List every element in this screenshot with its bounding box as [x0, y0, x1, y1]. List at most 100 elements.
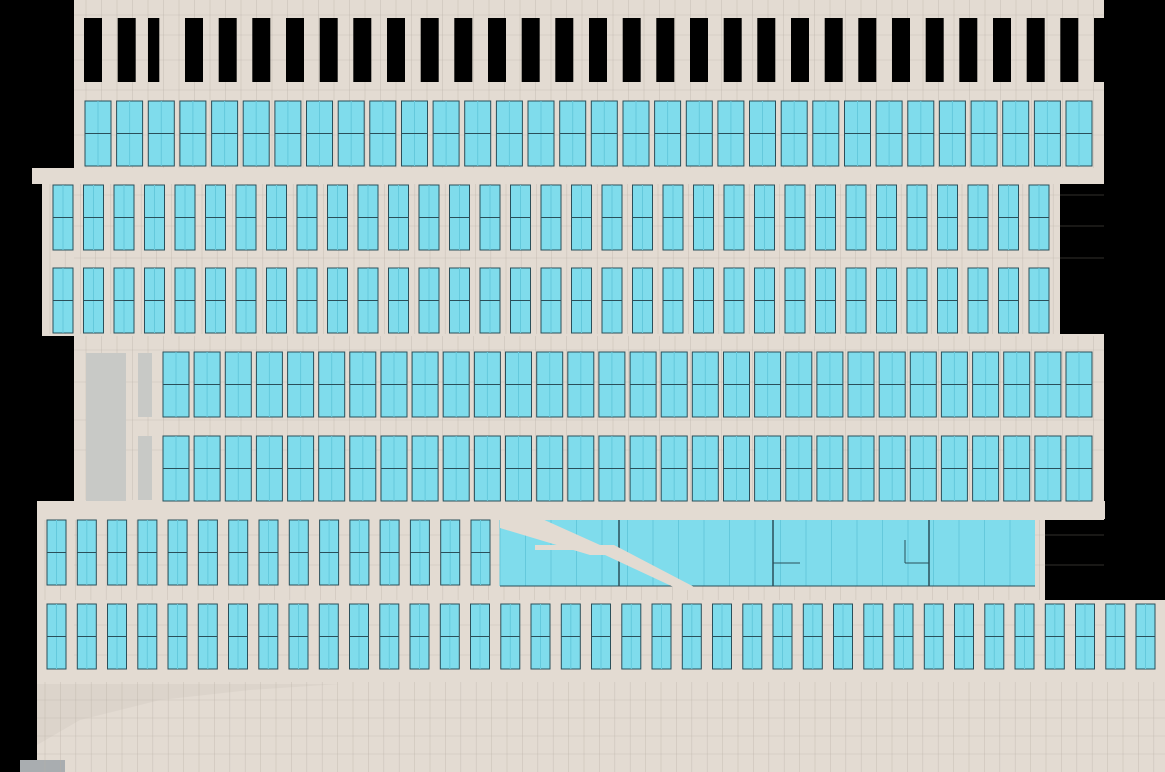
window-floor-2 — [621, 603, 642, 670]
window-floor-7 — [754, 184, 775, 251]
window-floor-4 — [287, 435, 315, 502]
window-floor-4 — [691, 435, 719, 502]
window-floor-7 — [144, 184, 165, 251]
parapet-opening — [1094, 18, 1112, 82]
window-floor-8 — [495, 100, 523, 167]
window-floor-5 — [567, 351, 595, 418]
parapet-opening — [387, 18, 405, 82]
window-floor-6 — [388, 267, 409, 334]
window-floor-6 — [235, 267, 257, 334]
window-floor-4 — [505, 435, 532, 502]
window-floor-8 — [685, 100, 713, 167]
parapet-opening — [319, 18, 338, 82]
window-floor-5 — [255, 351, 283, 418]
stair-diagonal — [500, 518, 700, 590]
window-floor-6 — [998, 267, 1019, 334]
concrete-slab — [37, 501, 1105, 519]
window-floor-4 — [723, 435, 750, 502]
window-floor-8 — [527, 100, 555, 167]
window-floor-5 — [380, 351, 408, 418]
window-floor-7 — [418, 184, 440, 251]
window-floor-5 — [1003, 351, 1031, 418]
window-floor-8 — [749, 100, 776, 167]
window-floor-3 — [46, 519, 67, 586]
parapet-opening — [1060, 18, 1079, 82]
parapet-opening — [824, 18, 843, 82]
parapet-opening — [185, 18, 203, 82]
window-floor-7 — [327, 184, 348, 251]
window-floor-6 — [540, 267, 562, 334]
window-floor-4 — [785, 435, 813, 502]
window-floor-6 — [1028, 267, 1050, 334]
parapet-opening — [420, 18, 439, 82]
parapet-opening — [117, 18, 136, 82]
window-floor-6 — [144, 267, 165, 334]
window-floor-2 — [591, 603, 611, 670]
parapet-opening — [589, 18, 607, 82]
ramp-step — [20, 760, 65, 772]
window-floor-3 — [107, 519, 128, 586]
window-floor-2 — [197, 603, 218, 670]
window-floor-4 — [193, 435, 221, 502]
window-floor-6 — [571, 267, 592, 334]
window-floor-3 — [319, 519, 340, 586]
window-floor-6 — [52, 267, 74, 334]
window-floor-4 — [660, 435, 688, 502]
window-floor-7 — [876, 184, 897, 251]
parapet-opening — [723, 18, 742, 82]
window-floor-2 — [1044, 603, 1065, 670]
parapet-opening — [84, 18, 102, 82]
concrete-slab — [37, 680, 1165, 772]
window-floor-6 — [906, 267, 928, 334]
window-floor-2 — [1105, 603, 1126, 670]
parapet-opening — [148, 18, 154, 82]
window-floor-8 — [116, 100, 144, 167]
window-floor-4 — [318, 435, 346, 502]
window-floor-8 — [306, 100, 333, 167]
window-floor-8 — [622, 100, 650, 167]
window-floor-6 — [967, 267, 989, 334]
window-floor-5 — [1065, 351, 1093, 418]
window-floor-2 — [984, 603, 1005, 670]
window-floor-8 — [938, 100, 966, 167]
window-floor-2 — [712, 603, 732, 670]
facade-details — [86, 353, 1035, 590]
window-floor-5 — [224, 351, 252, 418]
parapet-opening — [892, 18, 910, 82]
window-floor-2 — [470, 603, 490, 670]
window-floor-2 — [349, 603, 369, 670]
parapet-opening — [622, 18, 641, 82]
window-floor-5 — [785, 351, 813, 418]
window-floor-8 — [147, 100, 175, 167]
window-floor-8 — [274, 100, 302, 167]
window-floor-7 — [235, 184, 257, 251]
window-floor-5 — [940, 351, 968, 418]
window-floor-7 — [174, 184, 196, 251]
window-floor-4 — [1065, 435, 1093, 502]
parapet-opening — [757, 18, 776, 82]
window-floor-8 — [211, 100, 239, 167]
window-floor-4 — [255, 435, 283, 502]
window-floor-2 — [258, 603, 279, 670]
window-floor-2 — [893, 603, 914, 670]
window-floor-2 — [560, 603, 581, 670]
window-floor-8 — [812, 100, 840, 167]
window-floor-3 — [440, 519, 461, 586]
window-floor-5 — [816, 351, 844, 418]
window-floor-2 — [833, 603, 853, 670]
window-floor-6 — [357, 267, 379, 334]
parapet-opening — [690, 18, 708, 82]
parapet-opening — [959, 18, 978, 82]
window-floor-3 — [228, 519, 249, 586]
window-floor-7 — [205, 184, 226, 251]
window-floor-5 — [723, 351, 750, 418]
window-floor-8 — [84, 100, 112, 167]
window-floor-8 — [1033, 100, 1061, 167]
window-floor-4 — [1003, 435, 1031, 502]
window-floor-2 — [76, 603, 97, 670]
window-floor-7 — [571, 184, 592, 251]
window-floor-7 — [449, 184, 470, 251]
window-floor-6 — [418, 267, 440, 334]
window-floor-2 — [107, 603, 127, 670]
window-floor-7 — [723, 184, 745, 251]
